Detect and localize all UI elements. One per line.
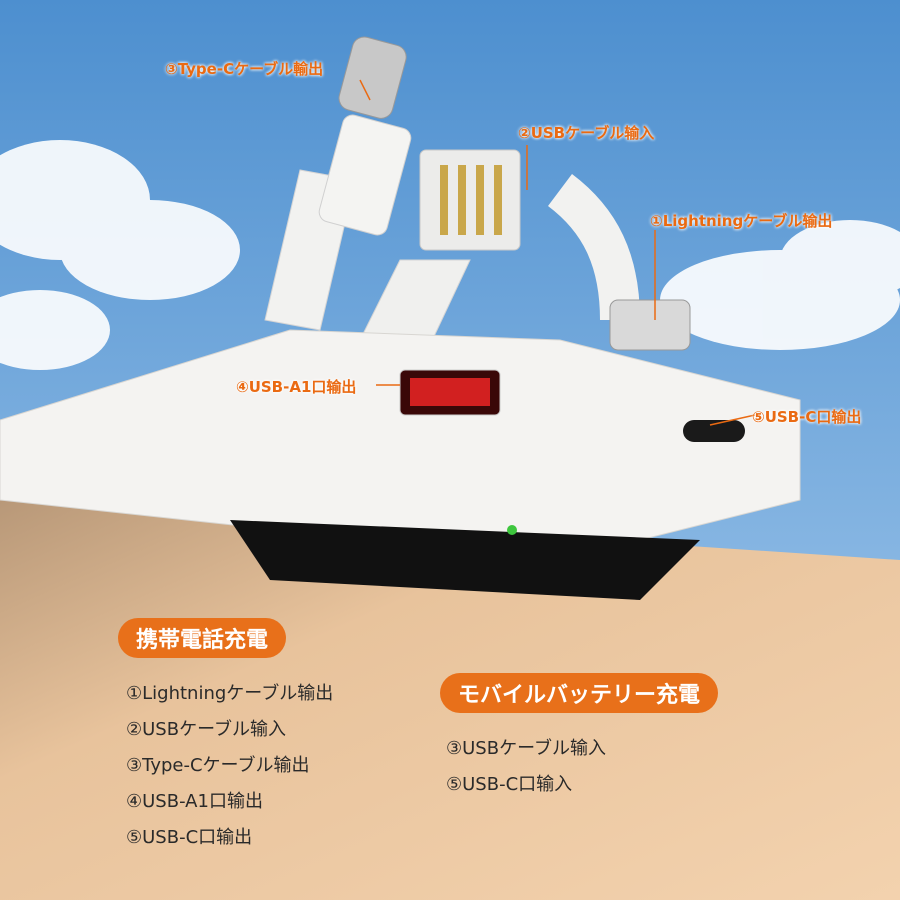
- callout-usb-a: ④USB-A1口输出: [236, 378, 357, 396]
- callout-lines: [359, 79, 756, 426]
- callout-usb-c: ⑤USB-C口输出: [752, 408, 862, 426]
- phone-charging-badge: 携帯電話充電: [118, 618, 287, 658]
- list-item: ③Type-Cケーブル输出: [126, 755, 310, 776]
- lightning-cable: [547, 174, 691, 351]
- usb-a-cable: [359, 149, 521, 346]
- list-item: ⑤USB-C口输出: [126, 827, 253, 848]
- list-item: ⑤USB-C口输入: [446, 774, 573, 795]
- battery-charging-list: ③USBケーブル输入 ⑤USB-C口输入: [446, 731, 606, 803]
- callout-usb: ②USBケーブル输入: [518, 124, 655, 142]
- usb-c-port: [683, 420, 745, 442]
- callout-type-c: ③Type-Cケーブル輸出: [165, 60, 324, 78]
- list-item: ③USBケーブル输入: [446, 738, 607, 759]
- clouds: [0, 140, 900, 370]
- list-item: ①Lightningケーブル输出: [126, 683, 334, 704]
- display-indicator: [507, 525, 517, 535]
- type-c-cable: [264, 36, 412, 331]
- power-bank: [0, 329, 801, 600]
- callout-lightning: ①Lightningケーブル输出: [650, 212, 833, 230]
- battery-charging-badge: モバイルバッテリー充電: [440, 673, 719, 713]
- phone-charging-list: ①Lightningケーブル输出 ②USBケーブル输入 ③Type-Cケーブル输…: [126, 676, 333, 856]
- list-item: ④USB-A1口输出: [126, 791, 263, 812]
- list-item: ②USBケーブル输入: [126, 719, 287, 740]
